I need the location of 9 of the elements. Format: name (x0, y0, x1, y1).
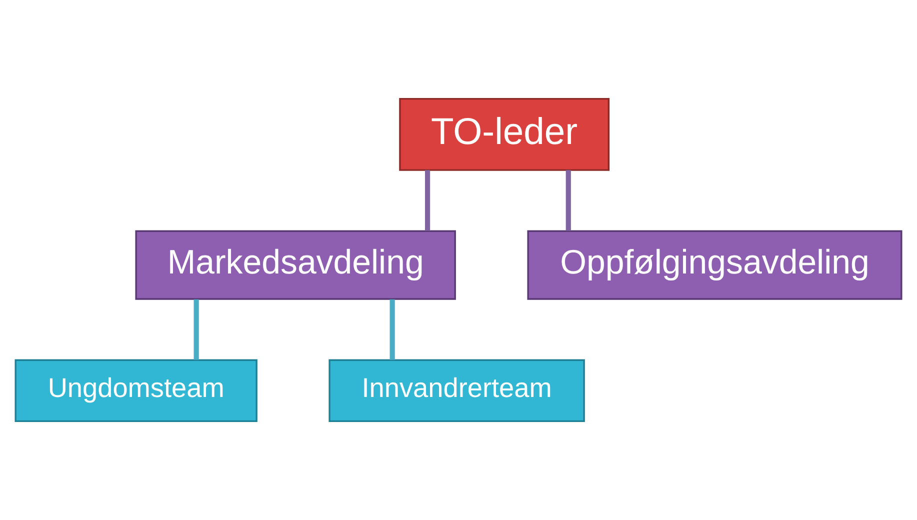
connector (194, 299, 199, 360)
connector (566, 170, 571, 231)
node-box: Innvandrerteam (328, 359, 585, 422)
connector (390, 299, 395, 360)
node-box: Ungdomsteam (14, 359, 258, 422)
node-box: Markedsavdeling (135, 230, 456, 300)
connector (424, 170, 430, 231)
node-box: Oppfølgingsavdeling (527, 230, 902, 300)
node-box: TO-leder (399, 98, 610, 171)
